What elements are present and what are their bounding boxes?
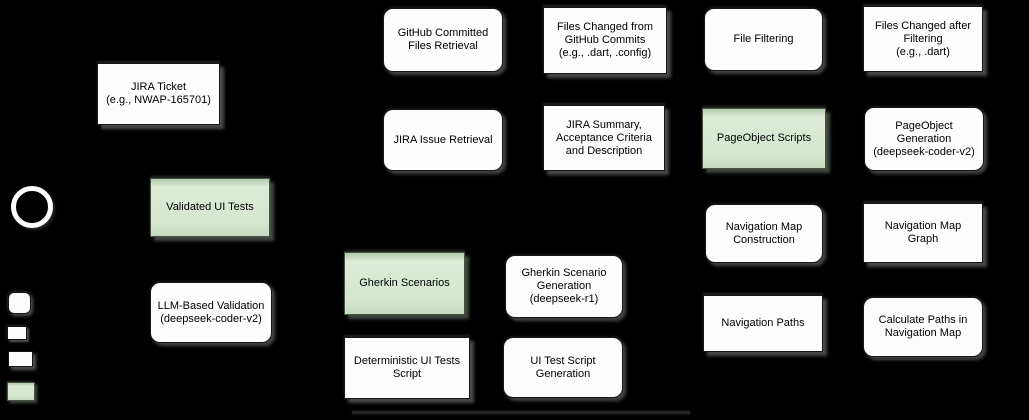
node-jira-summary: JIRA Summary, Acceptance Criteria and De… bbox=[543, 105, 672, 178]
node-github-committed-files-retrieval: GitHub Committed Files Retrieval bbox=[383, 8, 503, 72]
legend-rect-icon bbox=[7, 326, 27, 340]
node-gherkin-scenario-generation: Gherkin Scenario Generation (deepseek-r1… bbox=[505, 255, 623, 318]
node-jira-ticket: JIRA Ticket (e.g., NWAP-165701) bbox=[97, 63, 227, 132]
legend-green-rect-icon bbox=[7, 382, 38, 404]
start-circle-icon bbox=[11, 186, 53, 228]
node-files-changed-from-commits: Files Changed from GitHub Commits (e.g.,… bbox=[543, 7, 674, 81]
node-calculate-paths: Calculate Paths in Navigation Map bbox=[863, 297, 983, 357]
node-navigation-map-construction: Navigation Map Construction bbox=[705, 204, 823, 263]
node-pageobject-scripts: PageObject Scripts bbox=[702, 108, 833, 176]
node-file-filtering: File Filtering bbox=[704, 8, 823, 71]
node-validated-ui-tests: Validated UI Tests bbox=[150, 178, 277, 244]
subgraph-boundary-line bbox=[352, 411, 690, 414]
legend-rounded-rect-icon bbox=[8, 292, 31, 314]
node-pageobject-generation: PageObject Generation (deepseek-coder-v2… bbox=[864, 107, 984, 171]
node-files-changed-after-filtering: Files Changed after Filtering (e.g., .da… bbox=[863, 6, 990, 79]
node-llm-based-validation: LLM-Based Validation (deepseek-coder-v2) bbox=[150, 282, 272, 343]
node-ui-test-script-generation: UI Test Script Generation bbox=[503, 337, 623, 398]
node-gherkin-scenarios: Gherkin Scenarios bbox=[344, 252, 472, 322]
node-navigation-paths: Navigation Paths bbox=[703, 295, 830, 359]
legend-stacked-rect-icon bbox=[8, 351, 37, 371]
node-navigation-map-graph: Navigation Map Graph bbox=[863, 203, 990, 270]
node-deterministic-ui-tests-script: Deterministic UI Tests Script bbox=[344, 337, 477, 406]
node-jira-issue-retrieval: JIRA Issue Retrieval bbox=[383, 109, 503, 171]
